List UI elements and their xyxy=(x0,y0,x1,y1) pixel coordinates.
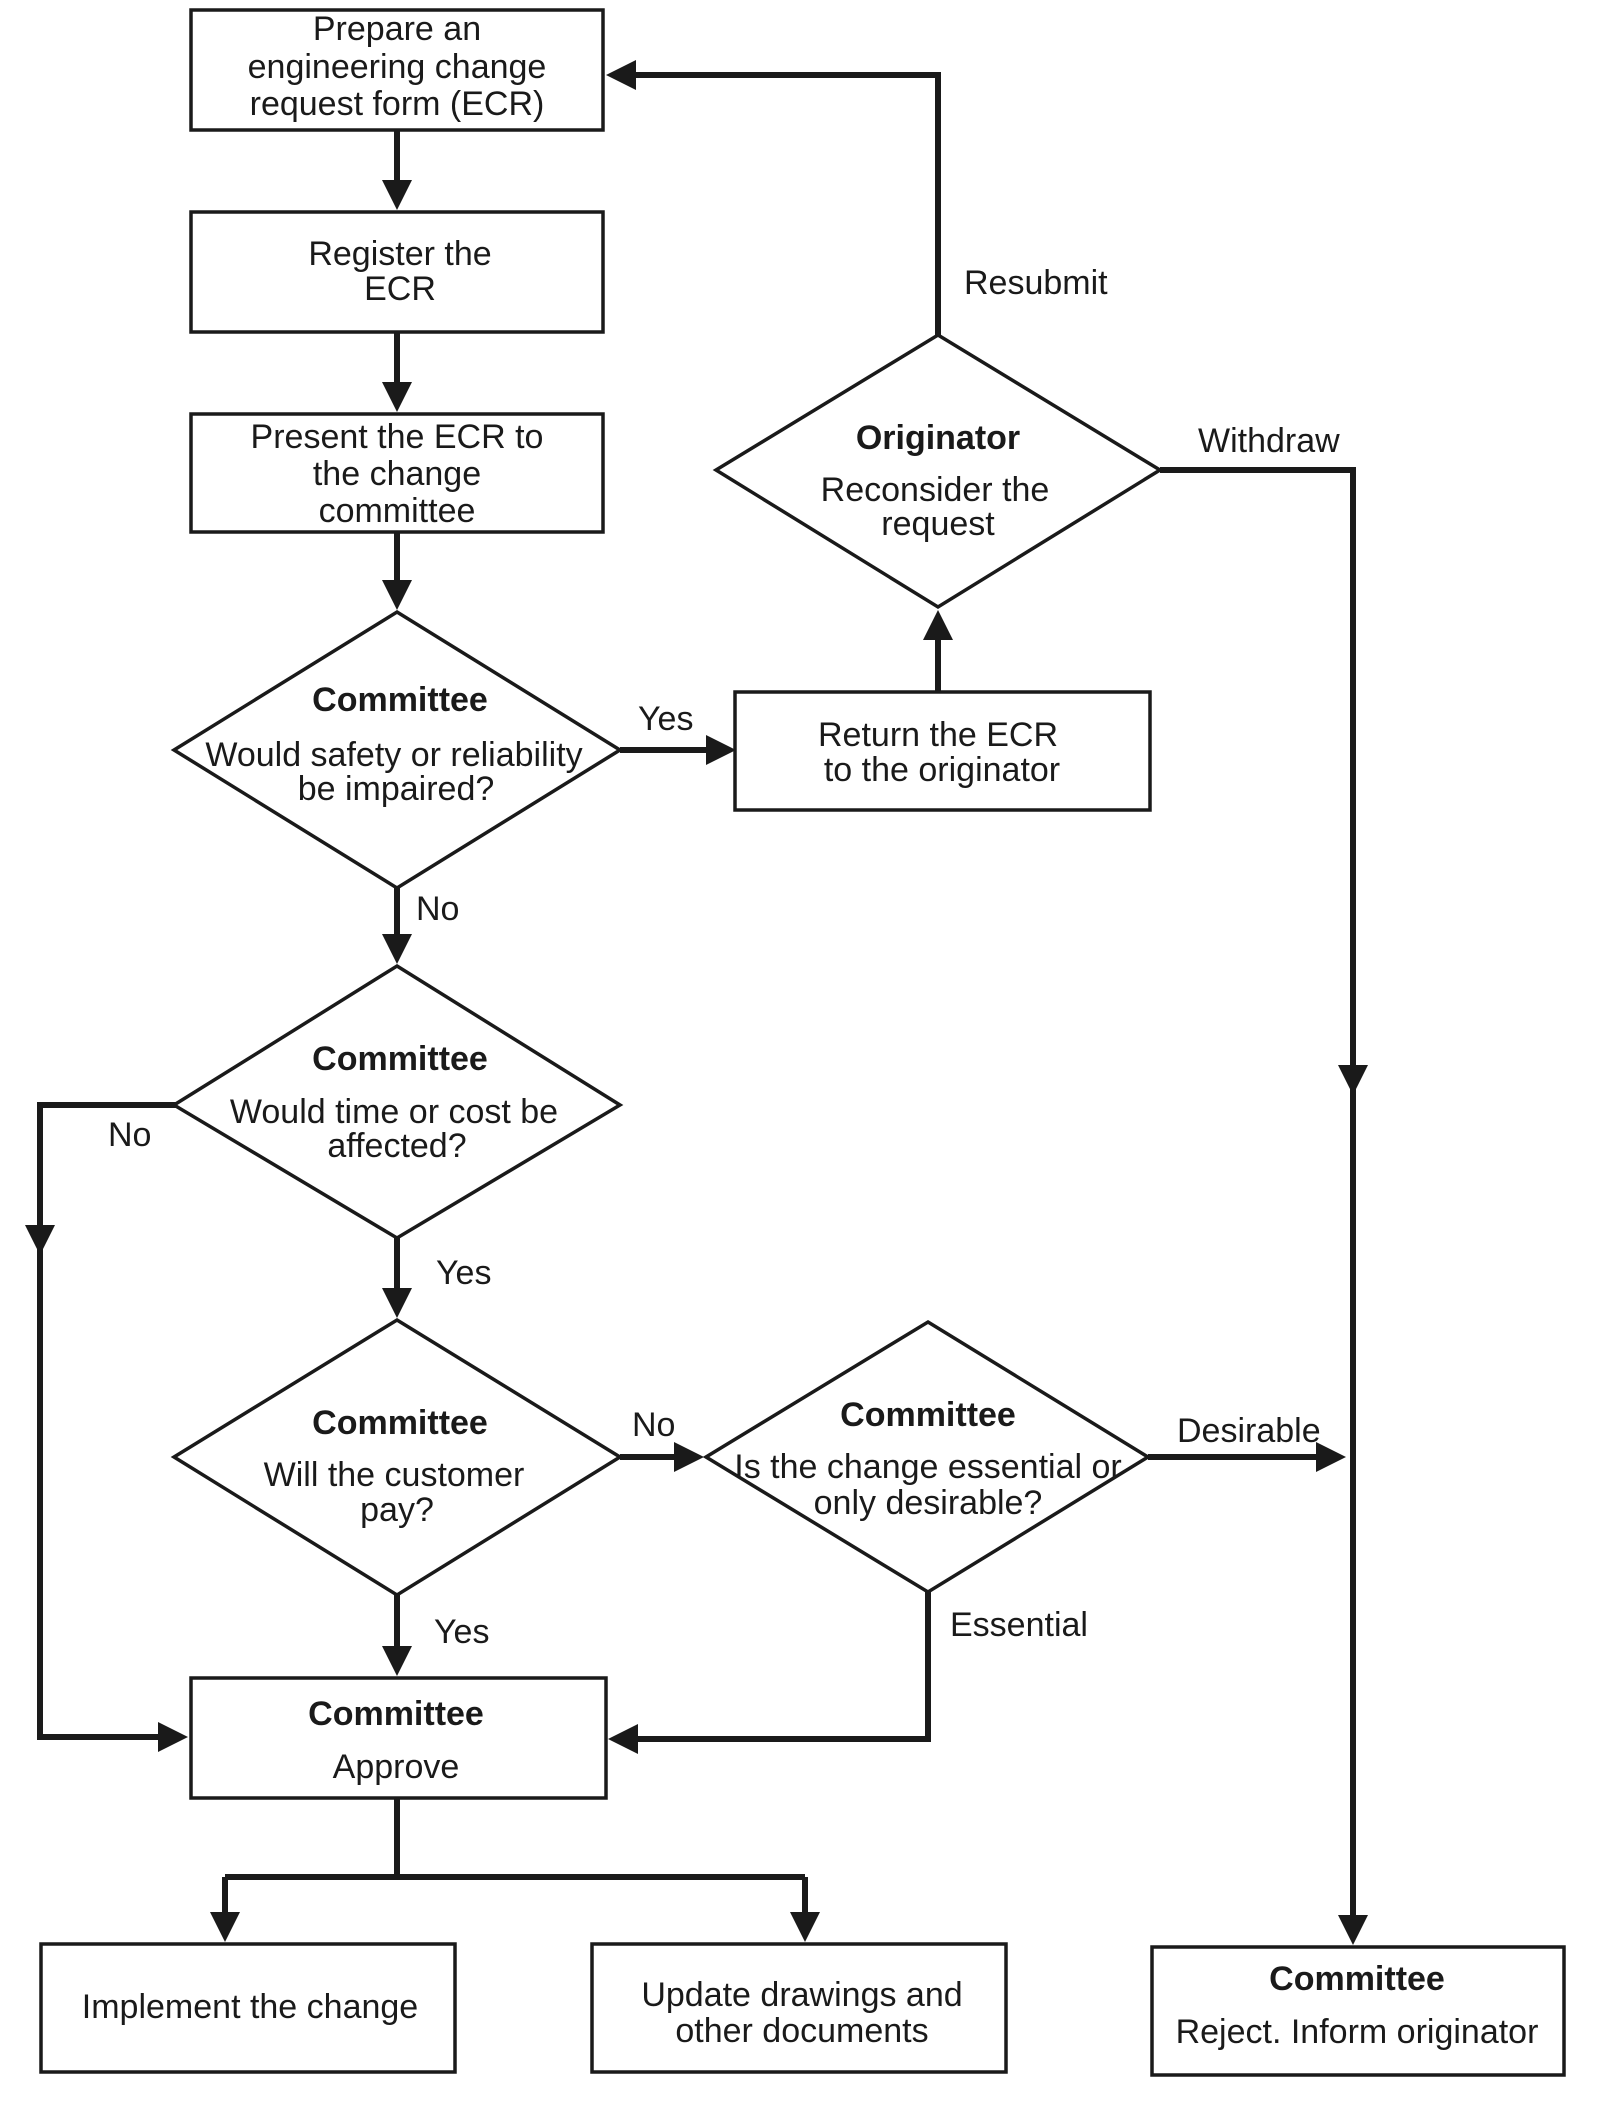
node-return-ecr: Return the ECR to the originator xyxy=(733,690,1152,812)
arrowhead xyxy=(1316,1442,1346,1472)
label-safety-no: No xyxy=(416,890,459,928)
node-text: only desirable? xyxy=(814,1484,1043,1522)
decision-title: Committee xyxy=(312,681,488,719)
edge-labels: Resubmit Withdraw Yes No No Yes No Yes D… xyxy=(108,264,1340,1651)
arrowhead xyxy=(25,1225,55,1255)
node-text: Present the ECR to xyxy=(251,418,544,456)
label-withdraw: Withdraw xyxy=(1198,422,1340,460)
connector-time-no xyxy=(37,1102,178,1740)
label-pay-yes: Yes xyxy=(434,1613,489,1651)
decision-safety: Committee Would safety or reliability be… xyxy=(170,609,624,891)
arrowhead xyxy=(158,1722,188,1752)
label-safety-yes: Yes xyxy=(638,700,693,738)
decision-title: Originator xyxy=(856,419,1020,457)
node-present-ecr: Present the ECR to the change committee xyxy=(189,412,605,534)
node-text: Prepare an xyxy=(313,10,481,48)
arrowhead xyxy=(790,1912,820,1942)
connector-essential xyxy=(636,1592,931,1742)
arrowhead xyxy=(1338,1065,1368,1095)
arrowhead xyxy=(1338,1915,1368,1945)
connector-approve-split xyxy=(222,1798,808,1914)
node-text: pay? xyxy=(360,1491,434,1529)
arrowhead xyxy=(382,934,412,964)
node-update-documents: Update drawings and other documents xyxy=(590,1942,1008,2074)
node-title: Committee xyxy=(1269,1960,1445,1998)
arrowhead xyxy=(923,610,953,640)
arrowhead xyxy=(382,1288,412,1318)
decision-time-cost: Committee Would time or cost be affected… xyxy=(170,963,624,1241)
arrowhead xyxy=(674,1442,704,1472)
node-text: be impaired? xyxy=(298,770,495,808)
node-text: Would safety or reliability xyxy=(205,736,582,774)
node-text: committee xyxy=(319,492,476,530)
label-desirable: Desirable xyxy=(1177,1412,1321,1450)
node-prepare-ecr: Prepare an engineering change request fo… xyxy=(189,8,605,132)
node-text: Update drawings and xyxy=(641,1976,962,2014)
node-text: other documents xyxy=(675,2012,928,2050)
node-text: to the originator xyxy=(824,751,1060,789)
node-text: request form (ECR) xyxy=(250,85,545,123)
node-text: Return the ECR xyxy=(818,716,1058,754)
node-text: request xyxy=(881,505,995,543)
node-text: Reject. Inform originator xyxy=(1176,2013,1539,2051)
node-text: affected? xyxy=(327,1127,466,1165)
node-approve: Committee Approve xyxy=(189,1676,608,1800)
node-text: Is the change essential or xyxy=(734,1448,1121,1486)
node-text: ECR xyxy=(364,270,436,308)
node-text: Approve xyxy=(333,1748,460,1786)
node-title: Committee xyxy=(308,1695,484,1733)
node-text: Will the customer xyxy=(264,1456,525,1494)
arrowhead xyxy=(382,580,412,610)
node-text: Register the xyxy=(308,235,491,273)
label-time-yes: Yes xyxy=(436,1254,491,1292)
node-text: Would time or cost be xyxy=(230,1093,558,1131)
arrowhead xyxy=(382,382,412,412)
connectors xyxy=(25,60,1368,1945)
decision-originator: Originator Reconsider the request xyxy=(712,332,1164,610)
connector-withdraw xyxy=(1160,467,1356,1917)
node-register-ecr: Register the ECR xyxy=(189,210,605,334)
decision-customer-pay: Committee Will the customer pay? xyxy=(170,1317,624,1598)
arrowhead xyxy=(606,60,636,90)
node-text: Reconsider the xyxy=(821,471,1050,509)
node-text: Implement the change xyxy=(82,1988,418,2026)
arrowhead xyxy=(706,735,736,765)
arrowhead xyxy=(382,1646,412,1676)
arrowhead xyxy=(608,1724,638,1754)
decision-essential: Committee Is the change essential or onl… xyxy=(702,1319,1152,1595)
node-reject: Committee Reject. Inform originator xyxy=(1150,1945,1566,2077)
label-pay-no: No xyxy=(632,1406,675,1444)
connector-resubmit xyxy=(634,72,941,335)
label-time-no: No xyxy=(108,1116,151,1154)
node-text: engineering change xyxy=(248,48,547,86)
arrowhead xyxy=(382,180,412,210)
decision-title: Committee xyxy=(312,1040,488,1078)
label-essential: Essential xyxy=(950,1606,1088,1644)
decision-title: Committee xyxy=(312,1404,488,1442)
decision-title: Committee xyxy=(840,1396,1016,1434)
arrowhead xyxy=(210,1912,240,1942)
node-text: the change xyxy=(313,455,481,493)
label-resubmit: Resubmit xyxy=(964,264,1108,302)
node-implement-change: Implement the change xyxy=(39,1942,457,2074)
